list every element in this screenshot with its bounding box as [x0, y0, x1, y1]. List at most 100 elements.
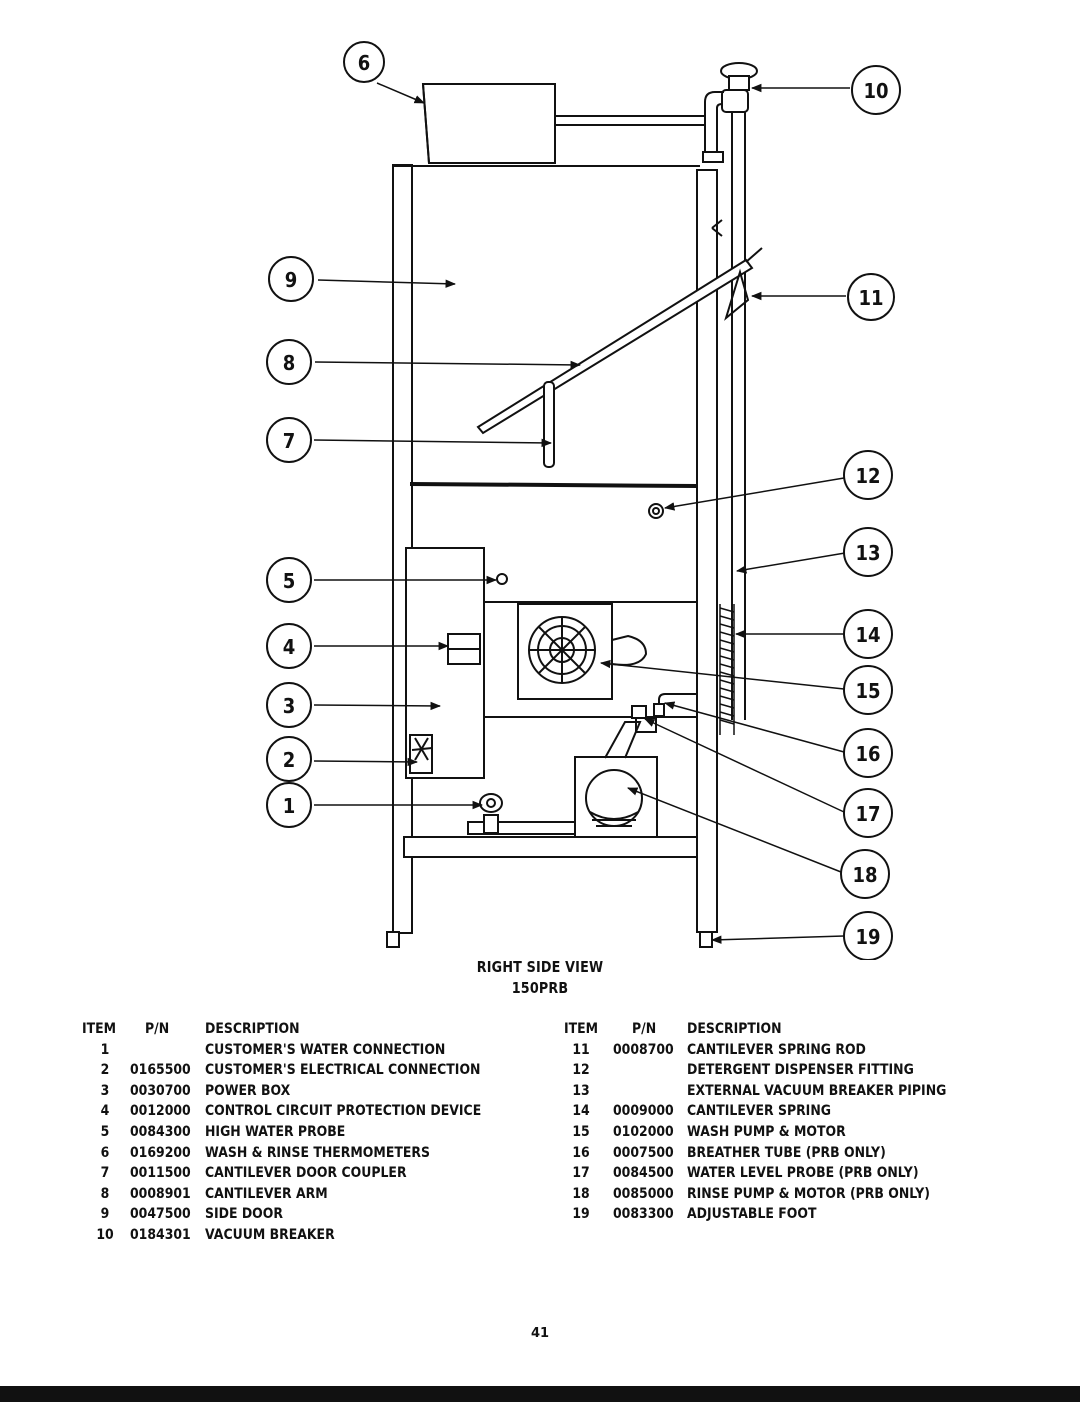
callout-bubbles: 6 10 9 11 8 7 12 13 5 14 4 15 3 16 2 17 …	[266, 41, 901, 960]
side-door	[409, 166, 698, 488]
callout-5: 5	[266, 557, 312, 603]
part-number: 0009000	[613, 1103, 674, 1120]
part-item-number: 7	[100, 1165, 110, 1182]
callout-18: 18	[840, 849, 890, 899]
parts-row: 13 EXTERNAL VACUUM BREAKER PIPING	[564, 1081, 984, 1102]
svg-text:8: 8	[283, 351, 296, 375]
header-description: DESCRIPTION	[205, 1021, 300, 1037]
callout-12: 12	[843, 450, 893, 500]
door-coupler	[543, 381, 555, 468]
view-caption: RIGHT SIDE VIEW	[476, 958, 604, 976]
svg-text:3: 3	[283, 694, 296, 718]
header-description: DESCRIPTION	[687, 1021, 782, 1037]
header-item: ITEM	[564, 1021, 599, 1037]
svg-text:18: 18	[852, 863, 877, 887]
callout-14: 14	[843, 609, 893, 659]
part-item-number: 19	[572, 1206, 590, 1223]
svg-text:6: 6	[358, 51, 371, 75]
callout-19: 19	[843, 911, 893, 960]
part-item-number: 14	[572, 1103, 590, 1120]
rinse-pump	[574, 721, 658, 838]
callout-4: 4	[266, 623, 312, 669]
callout-8: 8	[266, 339, 312, 385]
model-caption: 150PRB	[511, 979, 569, 997]
part-item-number: 15	[572, 1123, 590, 1140]
callout-6: 6	[343, 41, 385, 83]
part-description: SIDE DOOR	[205, 1206, 283, 1223]
svg-text:9: 9	[285, 268, 298, 292]
part-number: 0007500	[613, 1144, 674, 1161]
svg-text:10: 10	[863, 79, 888, 103]
callout-10: 10	[851, 65, 901, 115]
part-item-number: 13	[572, 1082, 590, 1099]
part-description: WATER LEVEL PROBE (PRB ONLY)	[687, 1165, 919, 1182]
callout-13: 13	[843, 527, 893, 577]
part-description: ADJUSTABLE FOOT	[687, 1206, 817, 1223]
machine-drawing	[386, 62, 763, 948]
svg-text:13: 13	[855, 541, 880, 565]
svg-text:2: 2	[283, 748, 296, 772]
part-item-number: 10	[96, 1226, 114, 1243]
part-description: RINSE PUMP & MOTOR (PRB ONLY)	[687, 1185, 931, 1202]
part-item-number: 12	[572, 1062, 590, 1079]
part-description: BREATHER TUBE (PRB ONLY)	[687, 1144, 886, 1161]
callout-1: 1	[266, 782, 312, 828]
part-number: 0085000	[613, 1185, 674, 1202]
part-number: 0047500	[130, 1206, 191, 1223]
part-description: HIGH WATER PROBE	[205, 1123, 346, 1140]
part-number: 0184301	[130, 1226, 191, 1243]
svg-text:7: 7	[283, 429, 296, 453]
svg-text:14: 14	[855, 623, 880, 647]
wash-pump	[517, 603, 648, 700]
part-number: 0083300	[613, 1206, 674, 1223]
part-description: WASH PUMP & MOTOR	[687, 1123, 846, 1140]
part-description: EXTERNAL VACUUM BREAKER PIPING	[687, 1082, 947, 1099]
water-level-probe	[631, 705, 657, 733]
part-number: 0008901	[130, 1185, 191, 1202]
part-description: CANTILEVER SPRING ROD	[687, 1041, 866, 1058]
part-number: 0012000	[130, 1103, 191, 1120]
part-item-number: 1	[100, 1041, 110, 1058]
callout-leaders	[313, 82, 850, 944]
part-item-number: 4	[100, 1103, 110, 1120]
parts-row: 19 0083300 ADJUSTABLE FOOT	[564, 1204, 984, 1225]
svg-text:4: 4	[283, 635, 296, 659]
part-description: POWER BOX	[205, 1082, 291, 1099]
svg-text:19: 19	[855, 925, 880, 949]
part-number: 0165500	[130, 1062, 191, 1079]
svg-text:5: 5	[283, 569, 296, 593]
svg-text:17: 17	[855, 802, 880, 826]
part-item-number: 6	[100, 1144, 110, 1161]
cantilever-arm	[476, 247, 763, 435]
thermometer-box	[421, 83, 705, 164]
detergent-fitting	[648, 503, 664, 519]
part-description: CUSTOMER'S WATER CONNECTION	[205, 1041, 446, 1058]
parts-header: ITEM P/N DESCRIPTION	[564, 1019, 984, 1040]
callout-16: 16	[843, 728, 893, 778]
svg-text:12: 12	[855, 464, 880, 488]
svg-text:15: 15	[855, 679, 880, 703]
part-description: VACUUM BREAKER	[205, 1226, 335, 1243]
callout-11: 11	[847, 273, 895, 321]
header-pn: P/N	[632, 1021, 657, 1037]
part-description: WASH & RINSE THERMOMETERS	[205, 1144, 430, 1161]
callout-3: 3	[266, 682, 312, 728]
cantilever-spring	[719, 604, 735, 735]
part-description: CUSTOMER'S ELECTRICAL CONNECTION	[205, 1062, 481, 1079]
part-number: 0084500	[613, 1165, 674, 1182]
part-number: 0084300	[130, 1123, 191, 1140]
part-description: CANTILEVER ARM	[205, 1185, 328, 1202]
breather-tube	[653, 693, 697, 718]
